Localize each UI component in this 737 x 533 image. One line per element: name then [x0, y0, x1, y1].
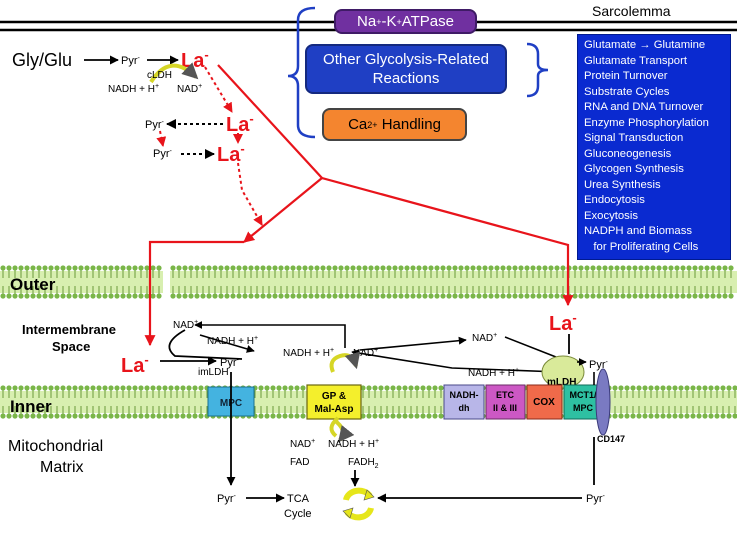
- right-bracket: [526, 42, 549, 98]
- tca-label-1: TCA: [287, 493, 310, 505]
- cyto-pyr-2: Pyr-: [145, 119, 165, 131]
- la-diffusion-1: [204, 66, 233, 113]
- cyto-nadh: NADH + H+: [108, 83, 159, 95]
- process-item: Protein Turnover: [584, 70, 668, 82]
- inner-membrane: [0, 385, 737, 419]
- process-item: Glutamate → Glutamine: [584, 39, 706, 51]
- gp-cycle-arrow: [329, 351, 361, 373]
- ims-pyr-1: Pyr-: [220, 357, 240, 369]
- inner-label: Inner: [10, 397, 52, 416]
- intermembrane-label-2: Space: [52, 339, 90, 354]
- ims-nadh-to-cycle: [199, 334, 255, 353]
- process-item: for Proliferating Cells: [584, 240, 699, 253]
- cyto-la-2: La-: [226, 111, 254, 136]
- ims-nadh-1: NADH + H+: [207, 335, 258, 347]
- cox-complex: COX: [526, 384, 563, 420]
- process-item: Enzyme Phosphorylation: [584, 116, 709, 129]
- svg-text:GP &: GP &: [322, 391, 346, 402]
- outer-label: Outer: [10, 275, 56, 294]
- matrix-nad: NAD+: [290, 438, 315, 450]
- process-item: Endocytosis: [584, 194, 645, 206]
- nad-to-right: [359, 336, 467, 351]
- svg-text:Mal-Asp: Mal-Asp: [315, 404, 354, 415]
- ims-nad-return: [194, 321, 346, 348]
- nadh-to-shuttle: [351, 349, 560, 373]
- cldh-label: cLDH: [147, 70, 172, 81]
- process-item: Signal Transduction: [584, 132, 684, 144]
- process-item: Glutamate Transport: [584, 54, 687, 67]
- process-item: Urea Synthesis: [584, 178, 661, 191]
- substrate-label: Gly/Glu: [12, 50, 72, 70]
- matrix-fad: FAD: [290, 457, 309, 468]
- imldh-label: imLDH: [198, 367, 229, 378]
- ims-nad-1: NAD+: [173, 319, 198, 331]
- cyto-nad: NAD+: [177, 83, 202, 95]
- pyr-down-arrow: [156, 130, 167, 147]
- cyto-pyr: Pyr-: [121, 55, 141, 67]
- nad-to-mldh: [504, 336, 557, 358]
- matrix-pyr-right: Pyr-: [586, 493, 606, 505]
- etc-complex: ETC II & III: [485, 384, 526, 420]
- cd147-protein: [595, 368, 611, 436]
- left-bracket: [287, 6, 316, 139]
- process-item: RNA and DNA Turnover: [584, 101, 704, 113]
- cd147-label: CD147: [597, 434, 625, 444]
- imldh-curve: [168, 329, 243, 360]
- svg-text:dh: dh: [459, 403, 470, 413]
- svg-text:MCT1/: MCT1/: [570, 390, 597, 400]
- process-item: Exocytosis: [584, 209, 638, 222]
- la-diffusion-3: [237, 162, 263, 226]
- matrix-nadh: NADH + H+: [328, 438, 379, 450]
- cldh-curved-arrow: [149, 62, 199, 84]
- sarcolemma-label: Sarcolemma: [592, 3, 671, 19]
- process-item: NADPH and Biomass: [584, 225, 692, 237]
- gp-down-curve-right: [332, 418, 355, 443]
- matrix-label-2: Matrix: [40, 459, 84, 476]
- cyto-pyr-3: Pyr-: [153, 148, 173, 160]
- process-item: Substrate Cycles: [584, 85, 670, 98]
- tca-cycle-icon: [342, 487, 375, 521]
- svg-text:MPC: MPC: [573, 403, 594, 413]
- ims-nadh-2: NADH + H+: [283, 347, 334, 359]
- svg-text:II & III: II & III: [493, 403, 517, 413]
- ims-la-right: La-: [549, 310, 577, 335]
- na-k-atpase-box: Na+-K+ATPase: [334, 9, 477, 34]
- lactate-routes: [144, 64, 574, 347]
- process-item: Gluconeogenesis: [584, 147, 672, 160]
- ims-la: La-: [121, 352, 149, 377]
- tca-label-2: Cycle: [284, 508, 312, 520]
- cyto-la-3: La-: [217, 141, 245, 166]
- process-list-box: Glutamate → Glutamine Glutamate Transpor…: [577, 34, 731, 260]
- matrix-pyr-left: Pyr-: [217, 493, 237, 505]
- ims-nad-3: NAD+: [472, 332, 497, 344]
- intermembrane-label-1: Intermembrane: [22, 322, 116, 337]
- outer-membrane: [0, 265, 737, 299]
- gp-mal-asp-shuttle: GP & Mal-Asp: [306, 384, 362, 420]
- nadh-dh-complex: NADH- dh: [443, 384, 485, 420]
- ims-pyr-right: Pyr-: [589, 359, 609, 371]
- svg-text:NADH-: NADH-: [450, 390, 479, 400]
- svg-text:COX: COX: [533, 397, 555, 408]
- process-item: Glycogen Synthesis: [584, 163, 684, 175]
- matrix-fadh2: FADH2: [348, 457, 379, 470]
- mldh-enzyme: [541, 355, 585, 389]
- mldh-label: mLDH: [547, 377, 576, 388]
- svg-text:ETC: ETC: [496, 390, 515, 400]
- matrix-label-1: Mitochondrial: [8, 438, 103, 455]
